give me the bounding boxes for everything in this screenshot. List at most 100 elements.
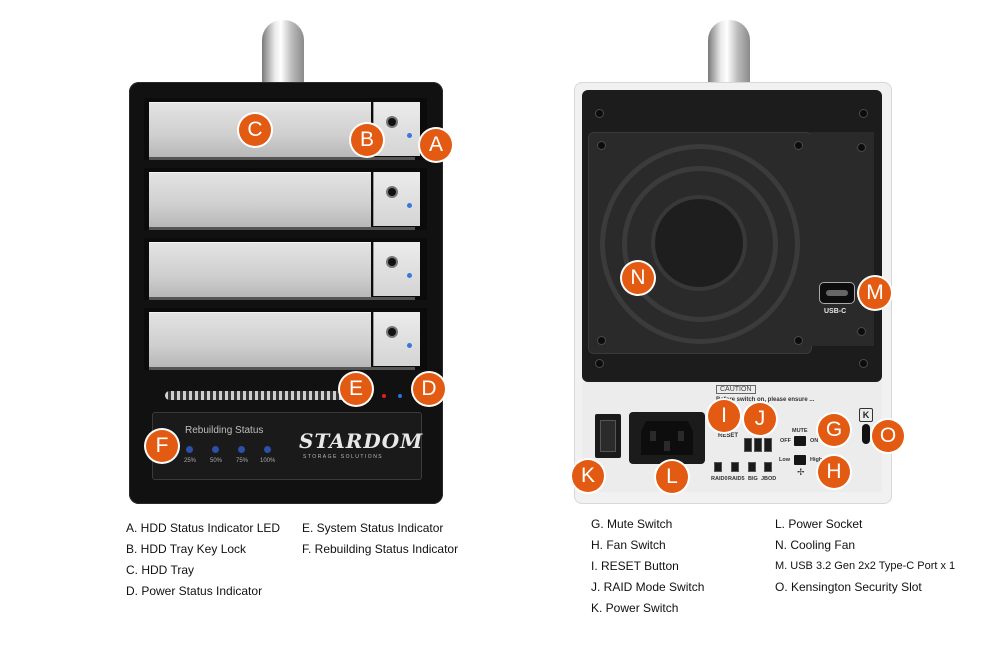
- callout-n: N: [622, 262, 654, 294]
- rebuilding-level-label: 100%: [260, 458, 276, 464]
- raid-mode-indicator: [748, 462, 756, 472]
- rebuilding-led: [264, 446, 271, 453]
- raid-dip-switch[interactable]: [744, 438, 752, 452]
- rebuilding-level-label: 25%: [184, 458, 197, 464]
- callout-f: F: [146, 430, 178, 462]
- legend-item: C. HDD Tray: [126, 563, 195, 577]
- rebuilding-status-title: Rebuilding Status: [185, 425, 264, 436]
- hdd-tray[interactable]: [149, 242, 371, 297]
- tray-key-lock-icon[interactable]: [388, 258, 396, 266]
- callout-o: O: [872, 420, 904, 452]
- front-status-panel: Rebuilding Status 25% 50% 75% 100% STARD…: [152, 412, 422, 480]
- legend-item: A. HDD Status Indicator LED: [126, 521, 281, 535]
- callout-d: D: [413, 373, 445, 405]
- callout-h: H: [818, 456, 850, 488]
- fan-icon: ✢: [797, 467, 805, 477]
- legend-item: M. USB 3.2 Gen 2x2 Type-C Port x 1: [775, 560, 956, 572]
- rebuilding-level-label: 50%: [210, 458, 223, 464]
- tray-key-lock-icon[interactable]: [388, 118, 396, 126]
- raid-dip-switch[interactable]: [754, 438, 762, 452]
- raid-mode-label: RAID0: [711, 476, 728, 482]
- hdd-status-led: [407, 273, 412, 278]
- hdd-tray-handle[interactable]: [373, 172, 420, 226]
- screw-icon: [598, 337, 605, 344]
- brand-logo: STARDOM: [299, 429, 424, 453]
- tray-key-lock-icon[interactable]: [388, 328, 396, 336]
- callout-k: K: [572, 460, 604, 492]
- brand-tagline: STORAGE SOLUTIONS: [303, 454, 384, 460]
- hdd-status-led: [407, 203, 412, 208]
- cooling-fan: [588, 132, 812, 354]
- hdd-tray-handle[interactable]: [373, 242, 420, 296]
- screw-icon: [858, 328, 865, 335]
- mute-off-label: OFF: [780, 438, 791, 444]
- fan-hub: [655, 199, 743, 287]
- tray-rail: [149, 297, 415, 300]
- hdd-bay-1: [144, 98, 427, 160]
- callout-i: I: [708, 400, 740, 432]
- screw-icon: [596, 360, 603, 367]
- fan-low-label: Low: [779, 457, 790, 463]
- fan-switch[interactable]: [794, 455, 806, 465]
- legend-item: L. Power Socket: [775, 517, 863, 531]
- screw-icon: [795, 142, 802, 149]
- system-status-led: [382, 394, 386, 398]
- raid-mode-label: BIG: [748, 476, 758, 482]
- usb-port-plate: [810, 132, 874, 346]
- screw-icon: [860, 360, 867, 367]
- mute-label: MUTE: [792, 428, 808, 434]
- screw-icon: [795, 337, 802, 344]
- legend-item: G. Mute Switch: [591, 517, 673, 531]
- raid-mode-indicator: [764, 462, 772, 472]
- raid-mode-indicator: [731, 462, 739, 472]
- hdd-tray-handle[interactable]: [373, 312, 420, 366]
- tray-rail: [149, 227, 415, 230]
- callout-g: G: [818, 414, 850, 446]
- kensington-security-slot[interactable]: [862, 424, 870, 444]
- usb-c-label: USB-C: [824, 308, 847, 315]
- legend-item: E. System Status Indicator: [302, 521, 444, 535]
- caution-title: CAUTION: [716, 385, 756, 394]
- fan-guard-ring: [622, 166, 778, 322]
- callout-a: A: [420, 129, 452, 161]
- legend-item: K. Power Switch: [591, 601, 679, 615]
- power-status-led: [398, 394, 402, 398]
- legend-back-col1: G. Mute Switch H. Fan Switch I. RESET Bu…: [591, 514, 704, 619]
- rebuilding-led: [212, 446, 219, 453]
- mute-switch[interactable]: [794, 436, 806, 446]
- power-switch[interactable]: [595, 414, 621, 458]
- usb-c-port[interactable]: [820, 283, 854, 303]
- legend-item: J. RAID Mode Switch: [591, 580, 705, 594]
- tray-rail: [149, 367, 415, 370]
- hdd-tray[interactable]: [149, 172, 371, 227]
- legend-back-col2: L. Power Socket N. Cooling Fan M. USB 3.…: [775, 514, 955, 598]
- fan-high-label: High: [810, 457, 823, 463]
- hdd-bay-2: [144, 168, 427, 230]
- legend-item: N. Cooling Fan: [775, 538, 856, 552]
- callout-c: C: [239, 114, 271, 146]
- hdd-tray[interactable]: [149, 312, 371, 367]
- tray-rail: [149, 157, 415, 160]
- legend-front-col1: A. HDD Status Indicator LED B. HDD Tray …: [126, 518, 280, 602]
- reset-label: RESET: [718, 433, 739, 439]
- carry-handle-back: [708, 20, 750, 90]
- legend-item: B. HDD Tray Key Lock: [126, 542, 247, 556]
- callout-j: J: [744, 403, 776, 435]
- power-socket[interactable]: [629, 412, 705, 464]
- screw-icon: [858, 144, 865, 151]
- hdd-tray-handle[interactable]: [373, 102, 420, 156]
- hdd-status-led: [407, 343, 412, 348]
- legend-item: H. Fan Switch: [591, 538, 666, 552]
- raid-mode-label: JBOD: [761, 476, 777, 482]
- legend-front-col2: E. System Status Indicator F. Rebuilding…: [302, 518, 458, 560]
- kensington-lock-icon: K: [859, 408, 873, 422]
- callout-b: B: [351, 124, 383, 156]
- legend-item: I. RESET Button: [591, 559, 679, 573]
- raid-dip-switch[interactable]: [764, 438, 772, 452]
- callout-e: E: [340, 373, 372, 405]
- hdd-status-led: [407, 133, 412, 138]
- callout-m: M: [859, 277, 891, 309]
- raid-mode-label: RAID5: [728, 476, 745, 482]
- tray-key-lock-icon[interactable]: [388, 188, 396, 196]
- screw-icon: [860, 110, 867, 117]
